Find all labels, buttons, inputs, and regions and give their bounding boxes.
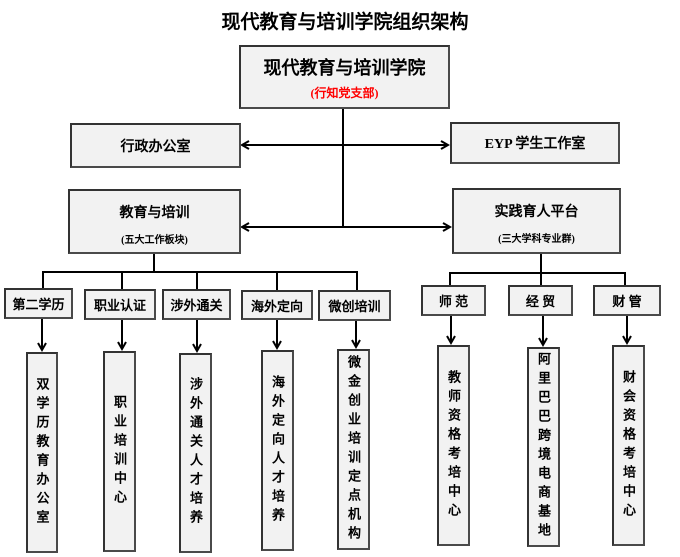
discipline-node-trade: 经 贸 (508, 285, 573, 316)
unit-node: 阿里巴巴跨境电商基地 (527, 347, 560, 547)
eyp-studio-name: EYP 学生工作室 (484, 137, 586, 152)
discipline-node-teacher-ed: 师 范 (421, 285, 486, 316)
practice-name: 实践育人平台 (494, 205, 579, 220)
unit-node: 双学历教育办公室 (26, 352, 58, 553)
sector-name: 海外定向 (250, 298, 303, 314)
practice-node: 实践育人平台 (三大学科专业群) (452, 188, 621, 254)
sector-node-second-degree: 第二学历 (4, 288, 73, 319)
education-node: 教育与培训 (五大工作板块) (68, 189, 241, 254)
unit-name: 微金创业培训定点机构 (346, 354, 361, 545)
unit-node: 财会资格考培中心 (612, 345, 645, 546)
discipline-name: 经 贸 (525, 294, 556, 309)
admin-office-node: 行政办公室 (70, 123, 241, 168)
sector-name: 微创培训 (328, 299, 381, 314)
sector-name: 涉外通关 (170, 298, 223, 313)
sector-name: 第二学历 (12, 297, 65, 312)
discipline-node-finance: 财 管 (593, 285, 661, 316)
sector-node-foreign-customs: 涉外通关 (162, 289, 231, 320)
discipline-name: 财 管 (612, 294, 642, 309)
discipline-name: 师 范 (438, 294, 469, 309)
sector-name: 职业认证 (93, 298, 146, 313)
sector-node-micro-startup: 微创培训 (318, 290, 391, 321)
unit-name: 教师资格考培中心 (446, 369, 461, 522)
sector-node-overseas: 海外定向 (241, 290, 313, 320)
chart-title: 现代教育与培训学院组织架构 (221, 12, 469, 33)
practice-subtitle: (三大学科专业群) (498, 234, 575, 245)
unit-node: 教师资格考培中心 (437, 345, 470, 546)
unit-name: 涉外通关人才培养 (188, 377, 203, 529)
unit-name: 海外定向人才培养 (270, 374, 285, 527)
unit-name: 职业培训中心 (112, 394, 127, 509)
unit-node: 海外定向人才培养 (261, 350, 294, 551)
unit-name: 阿里巴巴跨境电商基地 (536, 352, 551, 542)
education-name: 教育与培训 (119, 206, 190, 221)
eyp-studio-node: EYP 学生工作室 (450, 122, 620, 164)
root-node-name: 现代教育与培训学院 (263, 58, 426, 78)
unit-node: 微金创业培训定点机构 (337, 349, 370, 550)
root-node-subtitle: (行知党支部) (310, 86, 379, 100)
root-node: 现代教育与培训学院 (行知党支部) (239, 45, 450, 109)
education-subtitle: (五大工作板块) (121, 235, 188, 246)
unit-node: 涉外通关人才培养 (179, 353, 212, 553)
unit-name: 双学历教育办公室 (34, 376, 50, 529)
unit-node: 职业培训中心 (103, 351, 136, 552)
unit-name: 财会资格考培中心 (621, 369, 636, 522)
admin-office-name: 行政办公室 (120, 139, 191, 155)
sector-node-vocational-cert: 职业认证 (84, 289, 156, 320)
